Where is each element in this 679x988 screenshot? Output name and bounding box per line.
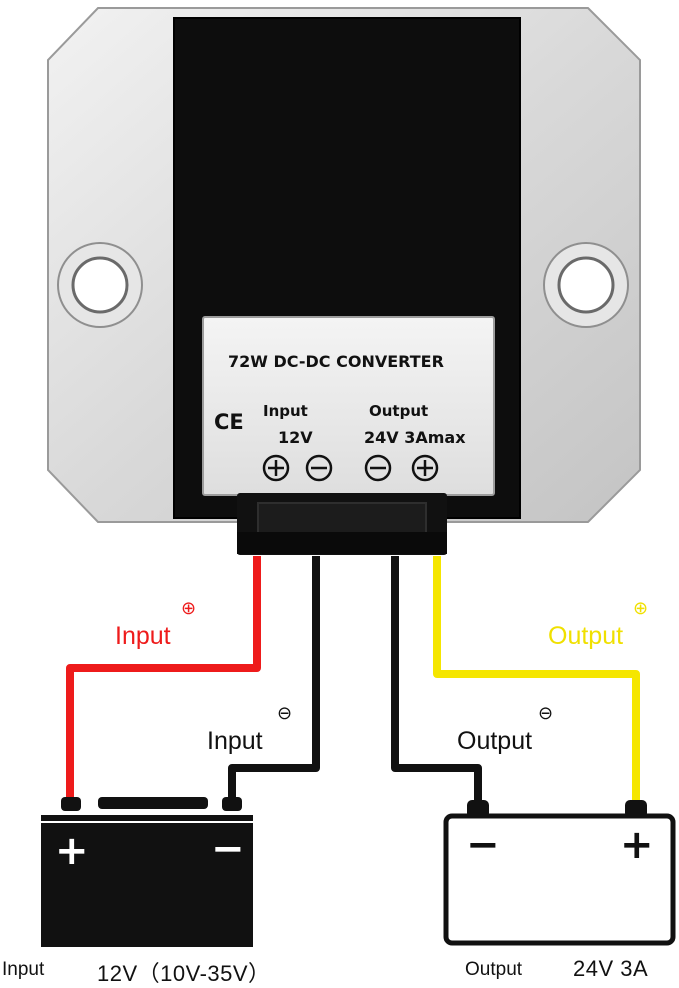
output-battery [443,800,676,946]
wire-input-negative [228,556,320,800]
plate-minus-symbol: − [313,480,314,481]
mounting-hole-left [57,242,143,328]
plate-terminal-input-plus [262,454,290,482]
plate-terminal-output-minus [364,454,392,482]
converter-title: 72W DC-DC CONVERTER [228,352,444,371]
wire-label-input-positive: Input [115,622,171,650]
positive-sign-icon: ⊕ [633,598,649,619]
input-battery-plus: + [55,828,89,874]
wire-label-output-positive: Output [548,622,624,650]
wire-input-positive [66,556,261,800]
input-battery-caption-label: Input [2,959,45,980]
plate-terminal-output-plus [411,454,439,482]
output-battery-plus: + [620,822,654,868]
negative-sign-icon: ⊖ [538,703,554,724]
wire-output-negative [391,556,482,805]
wire-label-input-negative: Input [207,727,263,755]
input-battery [40,797,254,947]
plate-output-rating: 24V 3Amax [364,428,466,447]
positive-sign-icon: ⊕ [181,598,197,619]
input-battery-caption-value: 12V（10V-35V） [97,961,271,986]
plate-output-label: Output [369,402,429,420]
input-battery-minus: − [211,826,245,872]
plate-terminal-input-minus [305,454,333,482]
plate-input-label: Input [263,402,308,420]
label-plate [202,316,495,496]
mounting-hole-right [543,242,629,328]
plate-input-voltage: 12V [278,428,313,447]
wire-output-positive [433,556,640,805]
output-battery-caption-value: 24V 3A [573,956,649,981]
ce-mark: CE [214,410,244,434]
output-battery-caption-label: Output [465,959,523,980]
plate-plus-symbol: + [270,480,271,481]
negative-sign-icon: ⊖ [277,703,293,724]
wire-label-output-negative: Output [457,727,533,755]
output-battery-minus: − [466,822,500,868]
